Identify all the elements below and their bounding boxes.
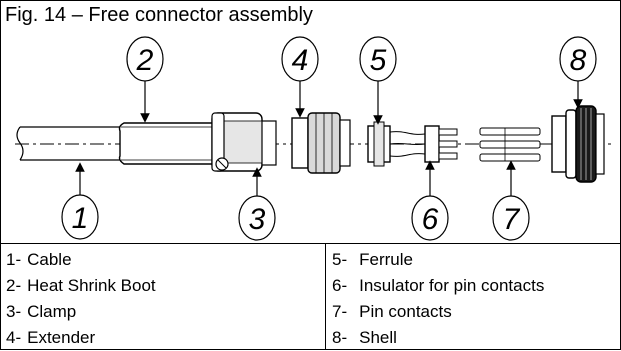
wires	[389, 131, 426, 157]
callout-7: 7	[492, 160, 530, 241]
callout-2: 2	[126, 36, 164, 123]
connector-assembly-diagram: 1 2 3 4 5 6 7 8	[15, 36, 612, 241]
callout-6: 6	[411, 160, 449, 241]
figure-title: Fig. 14 – Free connector assembly	[5, 4, 313, 26]
pin-contacts-part	[479, 127, 541, 162]
callout-1-label: 1	[72, 202, 89, 235]
ferrule-part	[367, 121, 391, 167]
callout-4: 4	[281, 36, 319, 118]
callout-7-label: 7	[503, 203, 521, 236]
extender-part	[291, 112, 351, 174]
callout-3-label: 3	[249, 203, 266, 236]
legend-right-column: 5-Ferrule 6-Insulator for pin contacts 7…	[332, 247, 544, 351]
callout-3: 3	[238, 167, 276, 241]
callout-4-label: 4	[292, 44, 309, 77]
legend-item-pin-contacts: 7-Pin contacts	[332, 302, 452, 321]
callout-5-label: 5	[370, 44, 387, 77]
legend-column-divider	[325, 244, 326, 350]
callout-8-label: 8	[570, 44, 587, 77]
clamp-part	[211, 112, 277, 172]
callout-8: 8	[559, 36, 597, 109]
callout-1: 1	[61, 162, 99, 240]
callout-6-label: 6	[422, 203, 439, 236]
legend-divider	[0, 243, 621, 244]
legend-item-heat-shrink-boot: 2-Heat Shrink Boot	[6, 276, 156, 295]
insulator-part	[424, 125, 458, 163]
callout-2-label: 2	[136, 44, 154, 77]
legend-item-shell: 8-Shell	[332, 328, 397, 347]
legend-item-cable: 1-Cable	[6, 250, 72, 269]
legend-left-column: 1-Cable 2-Heat Shrink Boot 3-Clamp 4-Ext…	[6, 247, 156, 351]
legend-item-clamp: 3-Clamp	[6, 302, 77, 321]
legend-item-extender: 4-Extender	[6, 328, 96, 347]
legend-item-ferrule: 5-Ferrule	[332, 250, 413, 269]
shell-part	[551, 105, 605, 183]
legend-item-insulator: 6-Insulator for pin contacts	[332, 276, 545, 295]
callout-5: 5	[359, 36, 397, 125]
